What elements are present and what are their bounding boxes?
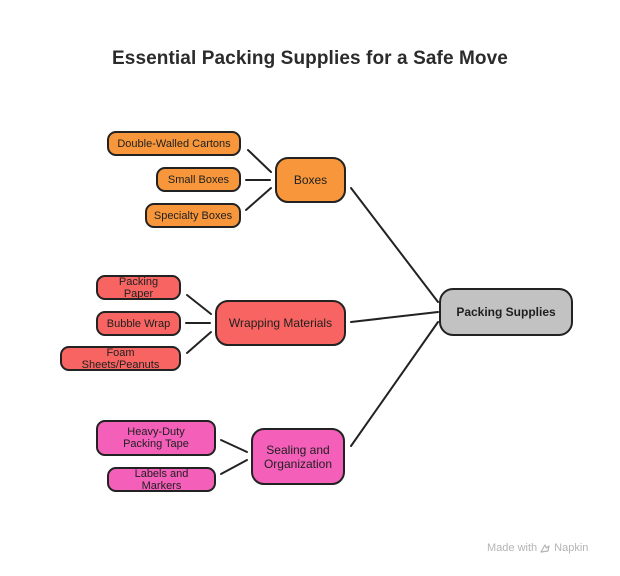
leaf-node-bubble-wrap: Bubble Wrap — [96, 311, 181, 336]
category-node-boxes: Boxes — [275, 157, 346, 203]
napkin-logo-icon — [540, 543, 550, 553]
leaf-node-small-boxes: Small Boxes — [156, 167, 241, 192]
connector-boxes-specialty — [245, 187, 272, 211]
leaf-node-double-walled-cartons: Double-Walled Cartons — [107, 131, 241, 156]
category-node-sealing-and-organization: Sealing and Organization — [251, 428, 345, 485]
leaf-node-heavy-duty-packing-tape: Heavy-Duty Packing Tape — [96, 420, 216, 456]
leaf-node-specialty-boxes: Specialty Boxes — [145, 203, 241, 228]
category-node-wrapping-materials: Wrapping Materials — [215, 300, 346, 346]
connector-wrapping-paper — [186, 294, 212, 315]
made-with-napkin-footer: Made with Napkin — [487, 542, 588, 554]
leaf-node-foam-sheets-peanuts: Foam Sheets/Peanuts — [60, 346, 181, 371]
connector-root-wrapping — [350, 311, 439, 323]
connector-sealing-tape — [220, 439, 248, 453]
page-title: Essential Packing Supplies for a Safe Mo… — [112, 48, 508, 69]
leaf-node-labels-and-markers: Labels and Markers — [107, 467, 216, 492]
connector-root-boxes — [350, 187, 439, 303]
napkin-brand-label: Napkin — [554, 542, 589, 554]
connector-boxes-double-walled — [247, 149, 272, 173]
connector-root-sealing — [350, 321, 439, 447]
connector-wrapping-foam — [186, 331, 212, 354]
leaf-node-packing-paper: Packing Paper — [96, 275, 181, 300]
connector-sealing-labels — [220, 459, 248, 475]
root-node-packing-supplies: Packing Supplies — [439, 288, 573, 336]
made-with-label: Made with — [487, 542, 538, 554]
